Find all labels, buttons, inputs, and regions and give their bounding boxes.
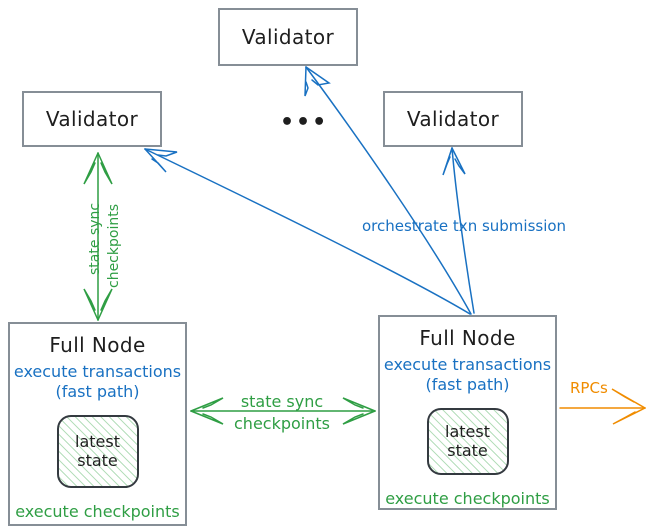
validator-right-box[interactable]: Validator	[383, 91, 523, 147]
edge-rpcs	[559, 388, 646, 425]
full-node-left-box[interactable]: Full Node execute transactions (fast pat…	[8, 322, 187, 526]
edge-fullnode-right-to-validator-top	[304, 66, 472, 315]
full-node-left-execute-transactions-line1: execute transactions	[13, 362, 182, 381]
state-sync-vertical-label-line1: state sync	[87, 202, 103, 275]
state-sync-horizontal-label: state sync checkpoints	[232, 391, 332, 434]
full-node-right-fast-path-line: (fast path)	[425, 375, 510, 395]
validator-right-label: Validator	[406, 107, 500, 131]
full-node-left-title: Full Node	[49, 333, 146, 357]
validator-top-label: Validator	[241, 25, 335, 49]
full-node-right-execute-transactions: execute transactions (fast path)	[384, 355, 551, 396]
state-sync-horizontal-line2: checkpoints	[234, 413, 330, 433]
full-node-left-latest-state-line1: latest	[75, 432, 120, 452]
full-node-left-execute-transactions: execute transactions (fast path)	[14, 362, 181, 403]
full-node-right-latest-state-line2: state	[447, 441, 488, 461]
edge-state-sync-vertical	[83, 152, 113, 321]
full-node-right-box[interactable]: Full Node execute transactions (fast pat…	[378, 315, 557, 510]
full-node-left-execute-checkpoints: execute checkpoints	[15, 501, 180, 521]
validator-left-box[interactable]: Validator	[22, 91, 162, 147]
full-node-left-latest-state-line2: state	[77, 451, 118, 471]
full-node-right-execute-transactions-line1: execute transactions	[383, 355, 552, 374]
orchestrate-txn-submission-label: orchestrate txn submission	[362, 217, 567, 235]
full-node-right-latest-state-box: latest state	[426, 407, 509, 475]
full-node-left-latest-state-box: latest state	[56, 414, 139, 488]
full-node-right-title: Full Node	[419, 326, 516, 350]
full-node-right-latest-state-line1: latest	[445, 422, 490, 442]
full-node-right-execute-checkpoints: execute checkpoints	[385, 489, 550, 508]
state-sync-vertical-label-line2: checkpoints	[106, 204, 122, 288]
edge-fullnode-right-to-validator-left	[144, 148, 471, 315]
ellipsis-label: •••	[280, 110, 329, 135]
state-sync-horizontal-line1: state sync	[240, 392, 324, 411]
validator-left-label: Validator	[45, 107, 139, 131]
full-node-left-fast-path-line: (fast path)	[55, 382, 140, 402]
edge-fullnode-right-to-validator-right	[442, 147, 475, 314]
rpcs-label: RPCs	[570, 379, 608, 397]
validator-top-box[interactable]: Validator	[218, 8, 358, 66]
edge-state-sync-horizontal	[190, 397, 376, 425]
